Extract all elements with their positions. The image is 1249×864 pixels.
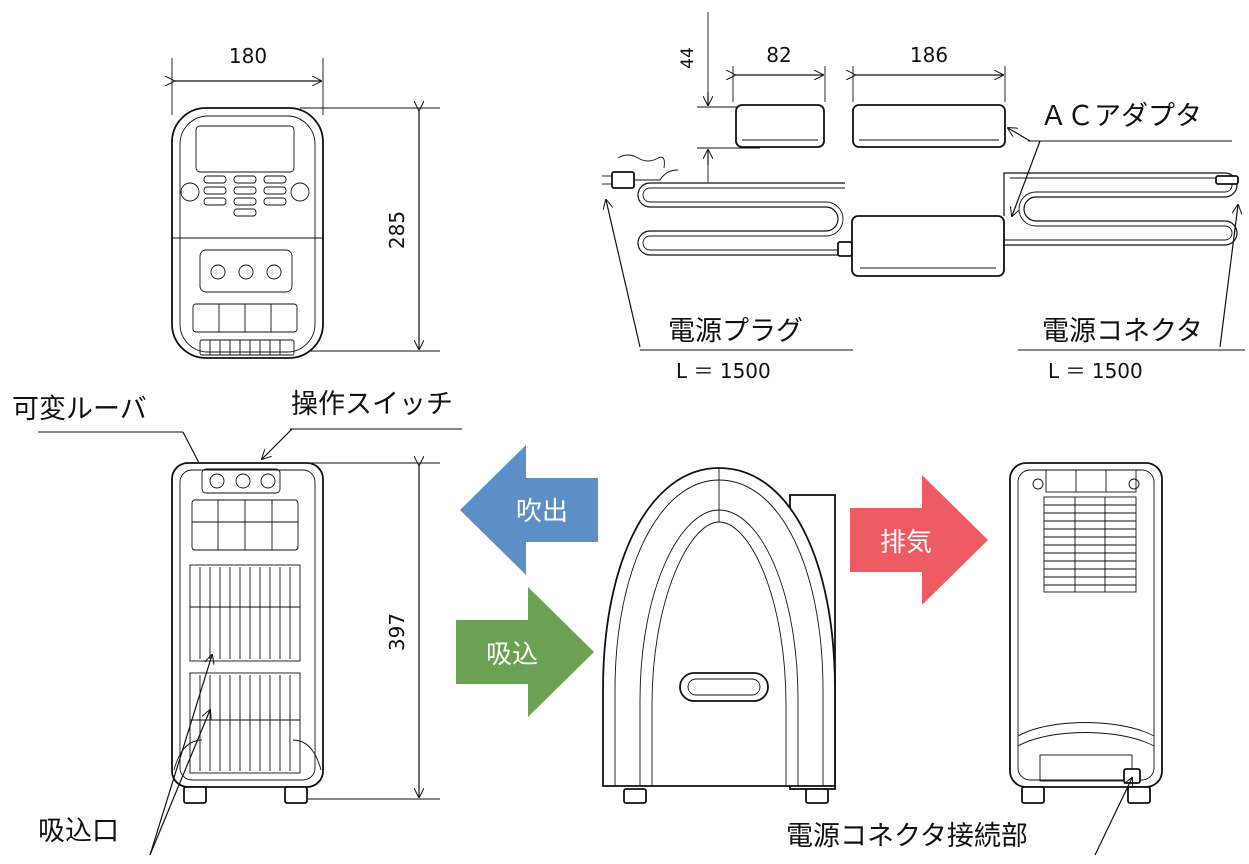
rear-body-outline	[1009, 462, 1163, 788]
power-plug-label: 電源プラグ	[668, 316, 803, 347]
side-handle	[679, 672, 769, 702]
top-height-label: 285	[385, 211, 409, 249]
adapter-end-view	[735, 104, 825, 148]
adapter-large-width-label: 186	[910, 43, 948, 67]
power-plug-cord	[602, 154, 853, 257]
side-view	[602, 467, 836, 804]
ac-adapter-view: 44 82 186 ＡＣアダプタ	[602, 12, 1245, 383]
top-vent-grill	[203, 175, 287, 217]
side-height-label: 397	[385, 613, 409, 651]
intake-arrow: 吸込	[456, 587, 594, 717]
top-width-label: 180	[229, 44, 267, 68]
adapter-small-width-label: 82	[766, 43, 791, 67]
rear-exhaust-grill	[1043, 496, 1137, 593]
exhaust-arrow-label: 排気	[880, 528, 932, 558]
front-view: 可変ルーバ 操作スイッチ 397	[12, 389, 462, 856]
front-switch-panel	[201, 468, 281, 494]
front-foot-right	[284, 786, 308, 804]
adapter-side-view	[852, 104, 1006, 148]
top-louver-panel	[195, 125, 295, 173]
variable-louver-label: 可変ルーバ	[12, 394, 147, 425]
front-lower-grill	[189, 672, 301, 774]
adapter-thickness-label: 44	[678, 47, 698, 69]
top-feet-grill	[199, 339, 295, 356]
outlet-arrow: 吹出	[460, 445, 598, 575]
rear-view: 電源コネクタ接続部	[786, 462, 1163, 856]
ac-adapter-body	[851, 215, 1005, 277]
outlet-arrow-label: 吹出	[516, 497, 568, 527]
power-connector-label: 電源コネクタ	[1042, 316, 1203, 347]
exhaust-arrow: 排気	[850, 475, 988, 605]
front-foot-left	[183, 786, 207, 804]
top-switch-panel	[199, 249, 293, 293]
top-body-outline	[171, 107, 324, 359]
intake-port-label: 吸込口	[38, 816, 119, 847]
power-connector-length-label: L ＝ 1500	[1048, 359, 1143, 383]
ac-adapter-label: ＡＣアダプタ	[1040, 101, 1202, 132]
connector-socket	[1123, 768, 1141, 784]
operation-switch-label: 操作スイッチ	[291, 389, 453, 420]
power-plug-length-label: L ＝ 1500	[676, 359, 771, 383]
intake-arrow-label: 吸込	[486, 640, 538, 670]
power-connector-cord	[1003, 172, 1239, 246]
front-upper-grill	[189, 564, 301, 662]
connector-socket-label: 電源コネクタ接続部	[786, 821, 1028, 852]
top-view: 180 285	[171, 44, 440, 359]
